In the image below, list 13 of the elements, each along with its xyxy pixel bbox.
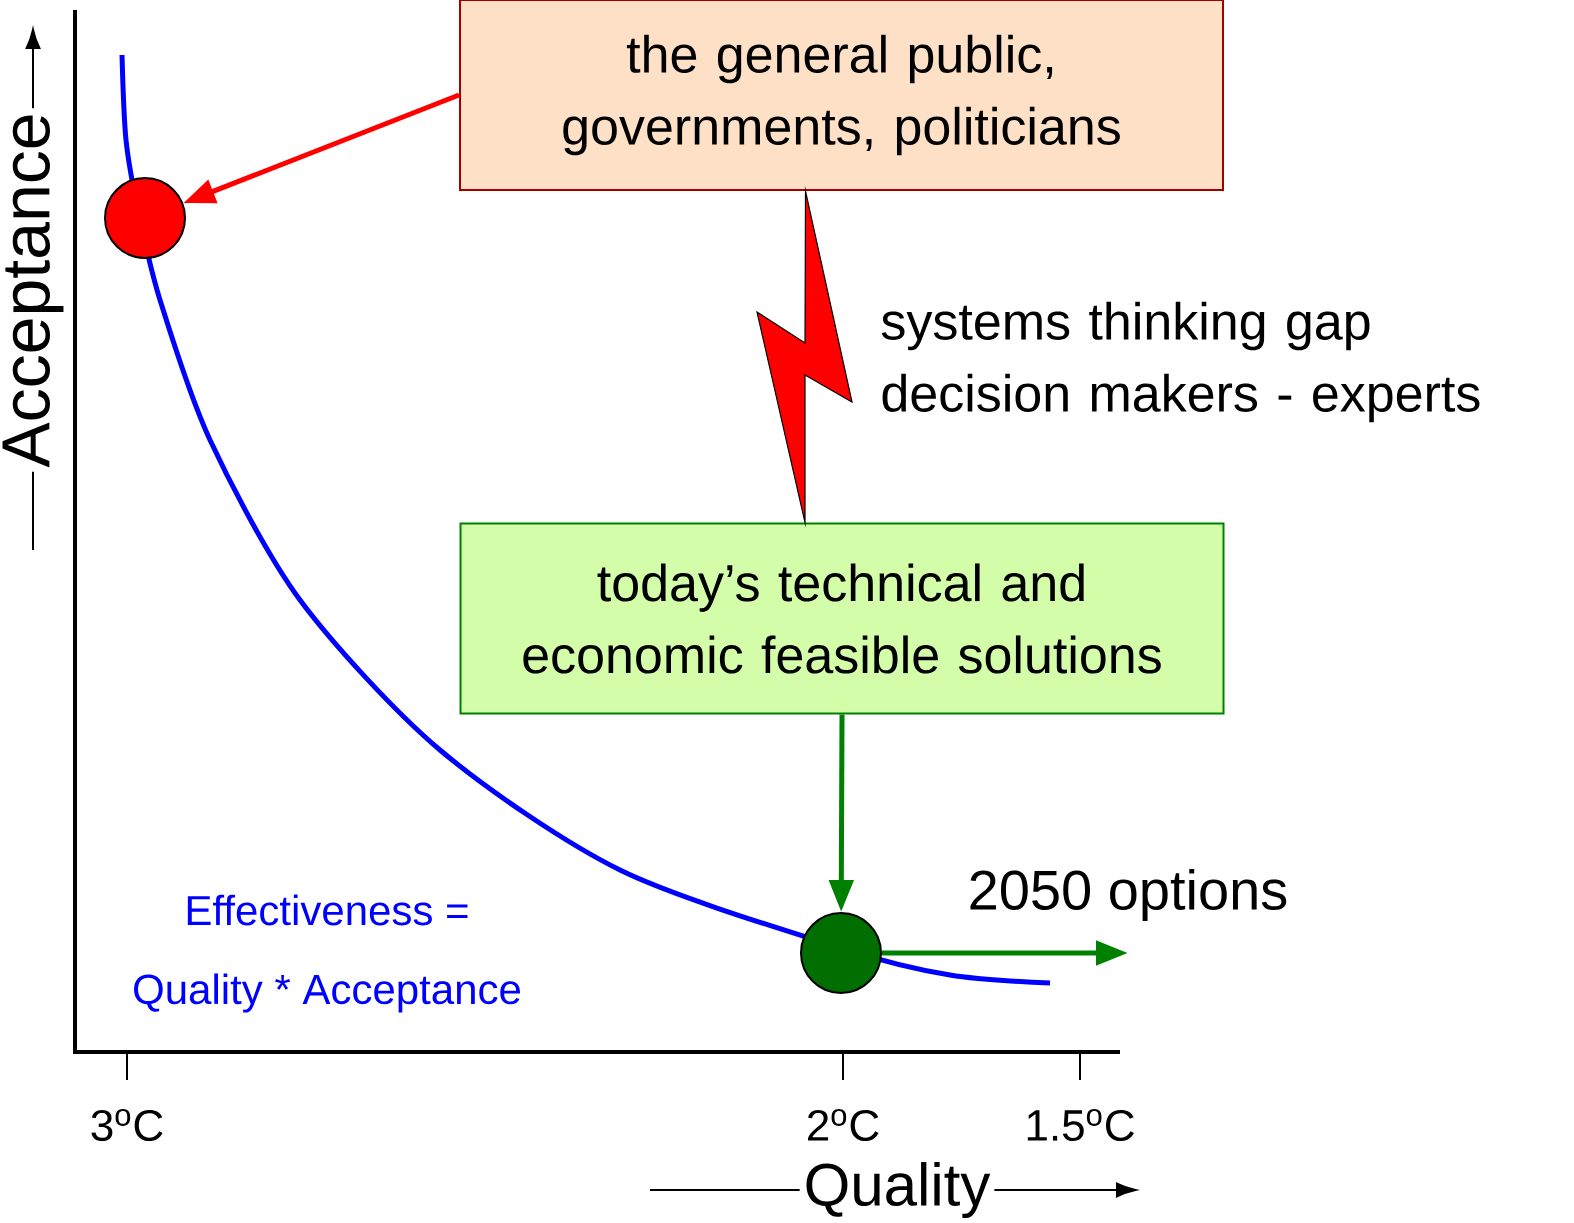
formula-text: Quality * Acceptance: [134, 973, 520, 1013]
edge-label: 2050 options: [970, 868, 1287, 922]
tick-label: 2$^{o}$C: [808, 1109, 879, 1142]
text-box: today’s technical and economic feasible solutions: [459, 522, 1225, 715]
dot: [800, 912, 882, 994]
axis-title: Quality: [799, 1158, 995, 1222]
dot: [104, 177, 186, 259]
text-box: the general public, governments, politicians: [459, 0, 1224, 191]
edge-label: systems thinking gap decision makers - experts: [881, 301, 1480, 423]
formula-text: Effectiveness =: [187, 894, 468, 926]
tick-label: 3$^{o}$C: [91, 1109, 163, 1142]
axis-title: Acceptance: [0, 108, 68, 472]
tick-label: 1.5$^{o}$C: [1027, 1109, 1134, 1142]
